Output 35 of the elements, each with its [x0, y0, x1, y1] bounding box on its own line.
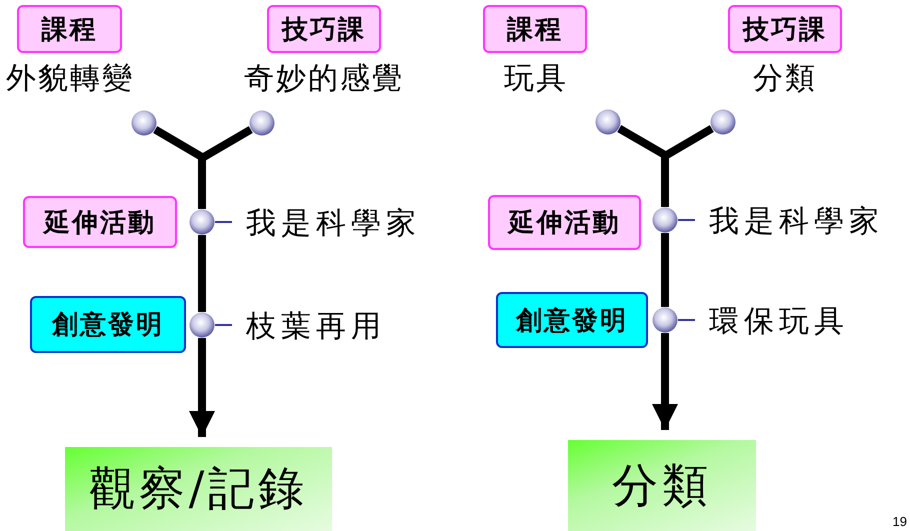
category-tag: 創意發明 [30, 296, 186, 353]
result-box: 分類 [568, 440, 756, 531]
connector-line [678, 219, 695, 221]
connector-line [215, 221, 232, 223]
arrow [189, 338, 215, 437]
category-tag: 課程 [483, 5, 587, 53]
category-tag: 延伸活動 [23, 196, 177, 248]
category-tag: 技巧課 [728, 5, 842, 53]
topic-text: 分類 [753, 60, 817, 98]
activity-text: 我是科學家 [709, 202, 884, 240]
activity-text: 枝葉再用 [246, 308, 386, 346]
category-tag: 技巧課 [267, 5, 381, 53]
ball-node [131, 110, 157, 136]
result-box: 觀察/記錄 [65, 447, 332, 531]
page-number: 19 [892, 514, 907, 529]
topic-text: 外貌轉變 [6, 60, 134, 98]
connector-line [198, 235, 206, 312]
connector-line [215, 324, 232, 326]
ball-node [189, 312, 215, 338]
ball-node [595, 109, 621, 135]
ball-node [249, 110, 275, 136]
ball-node [189, 209, 215, 235]
category-tag: 創意發明 [496, 292, 648, 348]
topic-text: 玩具 [504, 60, 568, 98]
connector-line [661, 233, 669, 307]
arrow [652, 333, 678, 430]
category-tag: 課程 [17, 5, 122, 53]
activity-text: 環保玩具 [709, 302, 849, 340]
topic-text: 奇妙的感覺 [244, 60, 404, 98]
ball-node [652, 207, 678, 233]
activity-text: 我是科學家 [246, 204, 421, 242]
ball-node [652, 307, 678, 333]
connector-line [678, 319, 695, 321]
category-tag: 延伸活動 [488, 195, 641, 250]
ball-node [710, 109, 736, 135]
